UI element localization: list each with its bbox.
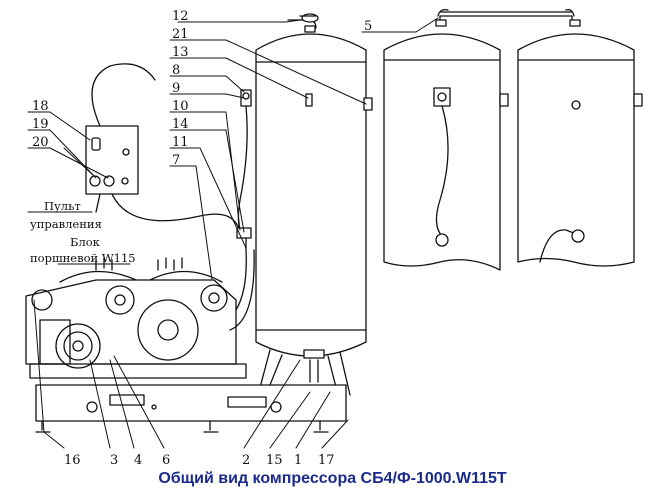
callout-7: 7 [172,153,180,168]
remote-label-line2: управления [30,217,102,231]
callout-20: 20 [32,135,49,150]
callout-14: 14 [172,117,189,132]
callout-10: 10 [172,99,189,114]
compressor-block [25,227,347,433]
callout-19: 19 [32,117,49,132]
remote-label-line1: Пульт [44,199,81,213]
callout-13: 13 [172,45,189,60]
callout-12: 12 [172,9,189,24]
secondary-tank-1 [383,19,509,271]
compressor-drawing: 12 5 21 13 8 9 10 14 11 7 18 19 20 16 3 … [25,8,643,468]
connecting-pipe-5 [437,8,575,21]
callout-3: 3 [110,453,118,468]
block-label-line2: поршневой W115 [30,251,136,265]
callout-5: 5 [364,19,372,34]
callout-6: 6 [162,453,170,468]
leader-lines [27,17,439,449]
top-pipe-12 [287,13,319,29]
callout-1: 1 [294,453,302,468]
control-panel [85,63,241,235]
callout-18: 18 [32,99,49,114]
figure-caption: Общий вид компрессора СБ4/Ф-1000.W115Т [158,470,507,487]
callout-21: 21 [172,27,189,42]
callout-2: 2 [242,453,250,468]
secondary-tank-2 [517,19,643,267]
callout-15: 15 [266,453,283,468]
block-label-line1: Блок [70,235,101,249]
callout-numbers: 12 5 21 13 8 9 10 14 11 7 18 19 20 16 3 … [30,9,372,468]
callout-17: 17 [318,453,335,468]
callout-11: 11 [172,135,189,150]
callout-9: 9 [172,81,180,96]
main-receiver-tank [255,25,367,396]
callout-8: 8 [172,63,180,78]
callout-16: 16 [64,453,81,468]
callout-4: 4 [134,453,142,468]
